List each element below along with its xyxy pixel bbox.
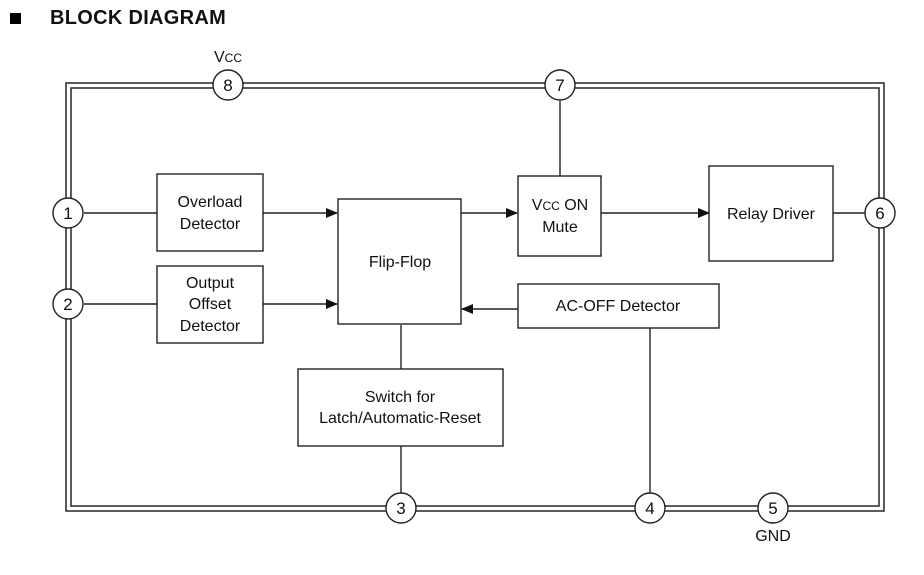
offset-label-2: Offset xyxy=(189,296,232,313)
vcc-label: VCC xyxy=(214,49,242,66)
pin-8: 8 VCC xyxy=(212,49,244,101)
section-heading: BLOCK DIAGRAM xyxy=(10,4,226,32)
overload-label-1: Overload xyxy=(178,194,243,211)
pin-2: 2 xyxy=(52,288,84,320)
offset-label-1: Output xyxy=(186,275,235,292)
acoff-label: AC-OFF Detector xyxy=(556,298,681,315)
square-bullet-icon xyxy=(10,12,21,24)
switch-label-2: Latch/Automatic-Reset xyxy=(319,410,481,427)
pin-5: 5 GND xyxy=(755,492,791,545)
flipflop-label: Flip-Flop xyxy=(369,254,431,271)
pin-1: 1 xyxy=(52,197,84,229)
pin-7: 7 xyxy=(544,69,576,101)
offset-label-3: Detector xyxy=(180,318,241,335)
relay-label: Relay Driver xyxy=(727,206,816,223)
overload-detector-block: Overload Detector xyxy=(156,173,264,252)
pin-7-number: 7 xyxy=(555,76,564,95)
pin-4-number: 4 xyxy=(645,499,654,518)
relay-driver-block: Relay Driver xyxy=(708,165,834,262)
pin-3: 3 xyxy=(385,492,417,524)
latch-reset-switch-block: Switch for Latch/Automatic-Reset xyxy=(297,368,504,447)
pin-2-number: 2 xyxy=(63,295,72,314)
output-offset-detector-block: Output Offset Detector xyxy=(156,265,264,344)
vcc-on-mute-block: VCC ON Mute xyxy=(517,175,602,257)
pin-3-number: 3 xyxy=(396,499,405,518)
overload-label-2: Detector xyxy=(180,216,241,233)
pin-4: 4 xyxy=(634,492,666,524)
switch-label-1: Switch for xyxy=(365,389,436,406)
flip-flop-block: Flip-Flop xyxy=(337,198,462,325)
mute-label: Mute xyxy=(542,219,578,236)
page-title: BLOCK DIAGRAM xyxy=(50,6,227,29)
pin-5-number: 5 xyxy=(768,499,777,518)
vcc-on-label: VCC ON xyxy=(532,197,588,214)
pin-6-number: 6 xyxy=(875,204,884,223)
pin-1-number: 1 xyxy=(63,204,72,223)
gnd-label: GND xyxy=(755,528,791,545)
ac-off-detector-block: AC-OFF Detector xyxy=(517,283,720,329)
pin-8-number: 8 xyxy=(223,76,232,95)
pin-6: 6 xyxy=(864,197,896,229)
